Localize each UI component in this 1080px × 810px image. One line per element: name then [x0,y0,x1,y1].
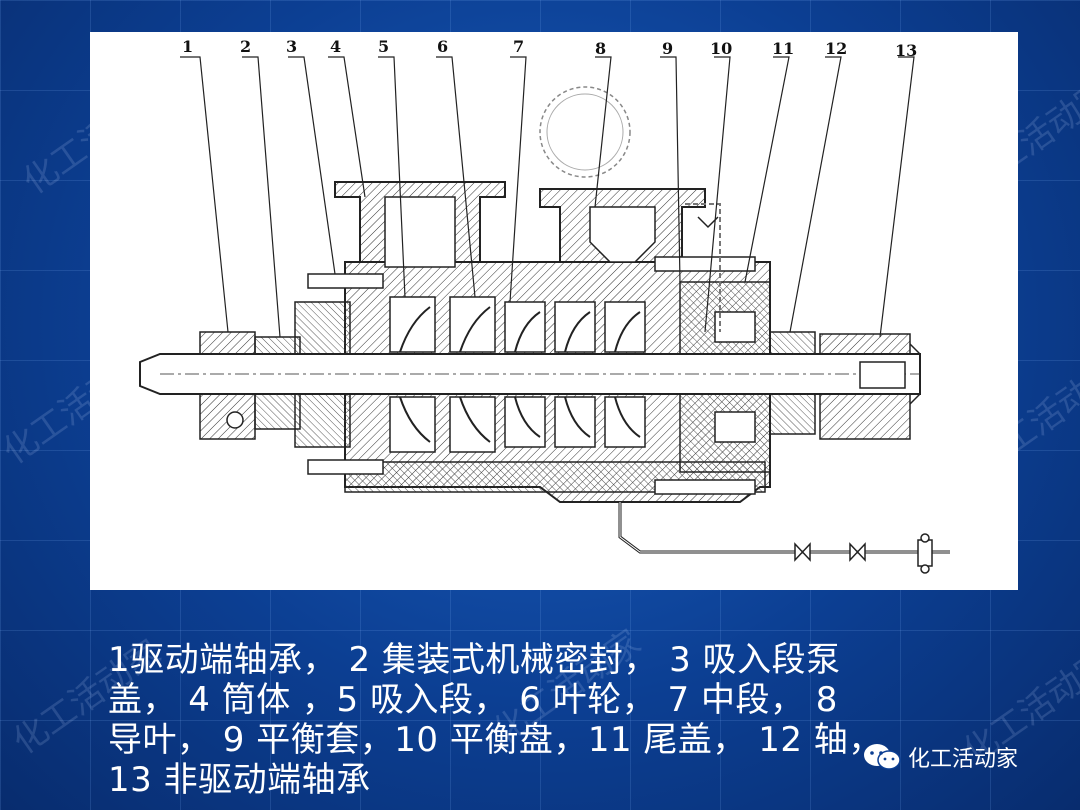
leader-lines [180,56,915,338]
caption-line: 盖， 4 筒体 ，5 吸入段， 6 叶轮， 7 中段， 8 [108,680,838,720]
callout-7: 7 [513,37,524,56]
callout-6: 6 [437,37,448,56]
callout-10: 10 [710,39,732,58]
balance-line [685,203,721,332]
callout-1: 1 [182,37,193,56]
badge-label: 化工活动家 [908,747,1019,772]
callout-12: 12 [825,39,847,58]
callout-9: 9 [662,39,673,58]
callout-4: 4 [330,37,341,56]
caption-line: 13 非驱动端轴承 [108,760,371,800]
caption-line: 导叶， 9 平衡套，10 平衡盘，11 尾盖， 12 轴， [108,720,883,760]
impellers [399,306,641,443]
callout-3: 3 [286,37,297,56]
callout-8: 8 [595,39,606,58]
stage-cavity [504,301,546,353]
stage-cavity [504,396,546,448]
wechat-icon [862,742,902,772]
drain-valves [794,533,933,574]
callout-13: 13 [895,41,917,60]
wechat-badge: 化工活动家 [862,741,1018,773]
pump-diagram-svg: 1 2 3 4 5 6 7 8 9 10 11 12 13 [139,37,950,574]
mechanical-seal-left [254,336,301,355]
callout-11: 11 [772,39,794,58]
non-drive-end-bearing [819,333,911,355]
callout-2: 2 [240,37,251,56]
mechanical-seal-right [769,331,816,355]
pipe-loop [539,86,631,178]
pump-cross-section-drawing: 1 2 3 4 5 6 7 8 9 10 11 12 13 [90,32,1018,590]
caption-line: 1驱动端轴承， 2 集装式机械密封， 3 吸入段泵 [108,640,841,680]
stage-cavity [604,396,646,448]
drain-pipe [618,502,950,554]
parts-legend-caption: 1驱动端轴承， 2 集装式机械密封， 3 吸入段泵 盖， 4 筒体 ，5 吸入段… [108,640,1038,800]
drive-end-bearing [199,331,256,355]
callout-5: 5 [378,37,389,56]
